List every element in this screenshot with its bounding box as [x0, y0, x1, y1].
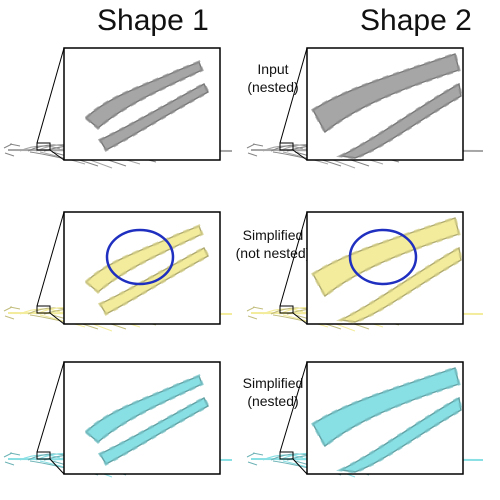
- zoomed-branch-shading: [97, 81, 210, 152]
- row-label-simplified-not-nested: Simplified (not nested): [218, 226, 328, 262]
- zoom-marker-box: [36, 305, 51, 314]
- zoom-connector-line: [279, 47, 308, 144]
- zoom-connector-line: [49, 149, 65, 161]
- zoom-connector-line: [279, 211, 308, 307]
- zoom-marker-box: [36, 451, 51, 460]
- tree-tip: [246, 452, 264, 466]
- zoom-marker-box: [36, 142, 51, 151]
- row-label-line: Simplified: [242, 375, 304, 391]
- zoom-connector-line: [292, 149, 308, 161]
- zoomed-branch-shading: [97, 395, 210, 466]
- row-label-input: Input (nested): [218, 60, 328, 96]
- zoom-connector-line: [49, 312, 65, 325]
- zoom-connector-line: [36, 211, 65, 307]
- tree-tip: [3, 452, 21, 466]
- tree-tip: [3, 143, 21, 157]
- zoom-connector-line: [49, 458, 65, 475]
- zoom-connector-line: [279, 361, 308, 453]
- tree-branch: [39, 314, 86, 328]
- row-label-simplified-nested: Simplified (nested): [218, 374, 328, 410]
- highlight-circle: [348, 228, 418, 286]
- zoomed-branch-shading: [311, 52, 461, 135]
- row-label-line: Input: [257, 61, 289, 77]
- zoom-connector-line: [36, 361, 65, 453]
- zoom-connector-line: [292, 312, 308, 325]
- zoomed-branch-shading: [83, 224, 204, 294]
- zoomed-branch-shading: [311, 216, 461, 299]
- zoom-marker-box: [279, 142, 294, 151]
- tree-tip: [246, 143, 264, 157]
- row-label-line: (nested): [247, 393, 299, 409]
- column-title-shape-1: Shape 1: [97, 4, 209, 37]
- row-label-line: Simplified: [242, 227, 304, 243]
- highlight-circle: [105, 228, 175, 286]
- zoomed-branch-shading: [83, 374, 204, 444]
- zoom-connector-line: [292, 458, 308, 475]
- tree-tip: [3, 306, 21, 320]
- column-title-shape-2: Shape 2: [360, 4, 472, 37]
- zoom-marker-box: [279, 451, 294, 460]
- zoom-marker-box: [279, 305, 294, 314]
- row-label-line: (nested): [247, 79, 299, 95]
- tree-tip: [246, 306, 264, 320]
- zoomed-branch-shading: [83, 60, 204, 130]
- zoomed-branch-shading: [97, 245, 210, 316]
- tree-branch: [282, 314, 329, 328]
- zoom-connector-line: [36, 47, 65, 144]
- zoomed-branch-shading: [311, 366, 461, 449]
- row-label-line: (not nested): [235, 245, 311, 261]
